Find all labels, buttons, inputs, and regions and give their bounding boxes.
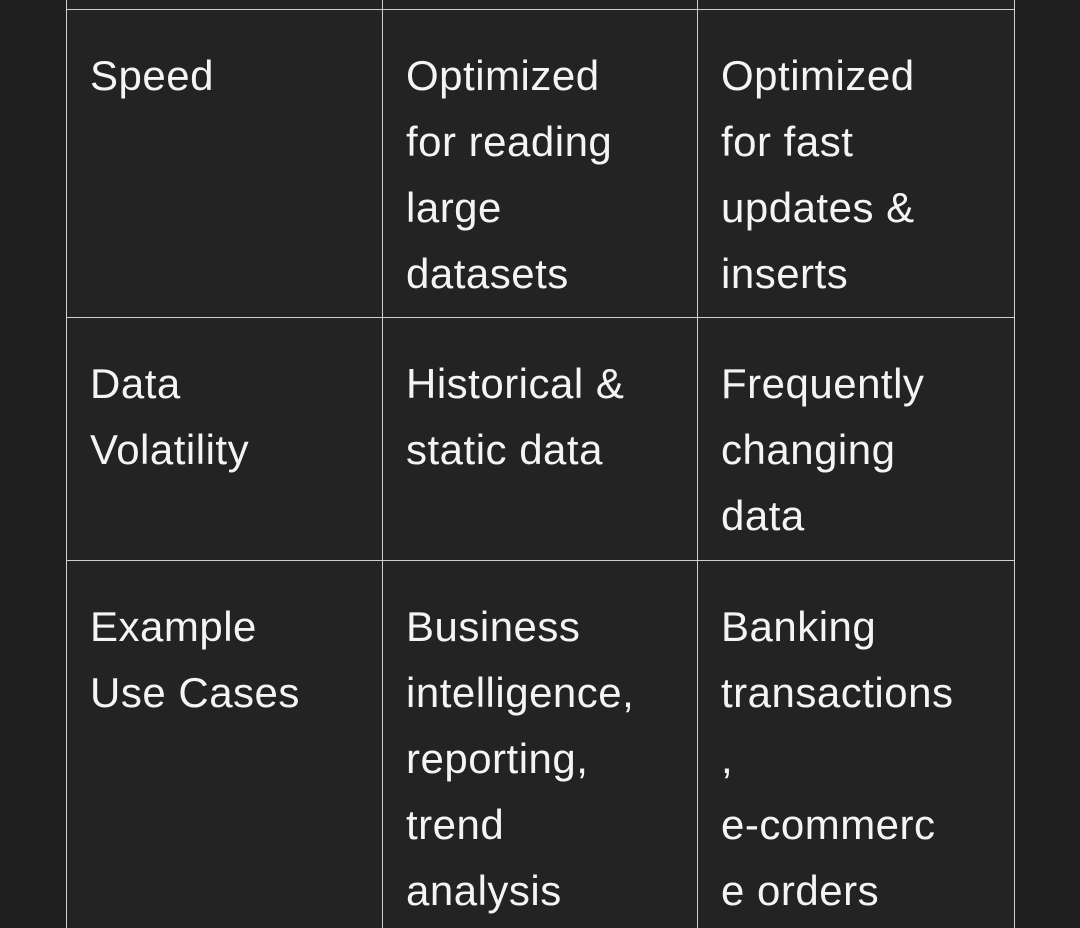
- cell-text: Optimized for reading large datasets: [406, 52, 613, 297]
- table-cell: Business intelligence, reporting, trend …: [382, 560, 698, 928]
- table-row-previous-partial: [66, 0, 1015, 10]
- table-cell: Optimized for fast updates & inserts: [697, 9, 1015, 318]
- row-label: Example Use Cases: [90, 603, 300, 716]
- cell-text: Banking transactions , e-commerc e order…: [721, 603, 954, 914]
- table-cell: [697, 0, 1015, 10]
- row-label-cell: Example Use Cases: [66, 560, 383, 928]
- table-cell: Historical & static data: [382, 317, 698, 561]
- comparison-table-container: Speed Optimized for reading large datase…: [66, 0, 1015, 928]
- row-label: Data Volatility: [90, 360, 250, 473]
- table-cell: Frequently changing data: [697, 317, 1015, 561]
- table-cell: Banking transactions , e-commerc e order…: [697, 560, 1015, 928]
- cell-text: Historical & static data: [406, 360, 625, 473]
- cell-text: Optimized for fast updates & inserts: [721, 52, 915, 297]
- cell-text: Business intelligence, reporting, trend …: [406, 603, 635, 914]
- cell-text: Frequently changing data: [721, 360, 925, 539]
- table-row-data-volatility: Data Volatility Historical & static data…: [66, 317, 1015, 561]
- row-label: Speed: [90, 52, 214, 99]
- comparison-table: Speed Optimized for reading large datase…: [66, 0, 1015, 928]
- table-cell: [66, 0, 383, 10]
- table-row-speed: Speed Optimized for reading large datase…: [66, 9, 1015, 318]
- table-row-example-use-cases: Example Use Cases Business intelligence,…: [66, 560, 1015, 928]
- table-cell: [382, 0, 698, 10]
- table-cell: Optimized for reading large datasets: [382, 9, 698, 318]
- row-label-cell: Data Volatility: [66, 317, 383, 561]
- row-label-cell: Speed: [66, 9, 383, 318]
